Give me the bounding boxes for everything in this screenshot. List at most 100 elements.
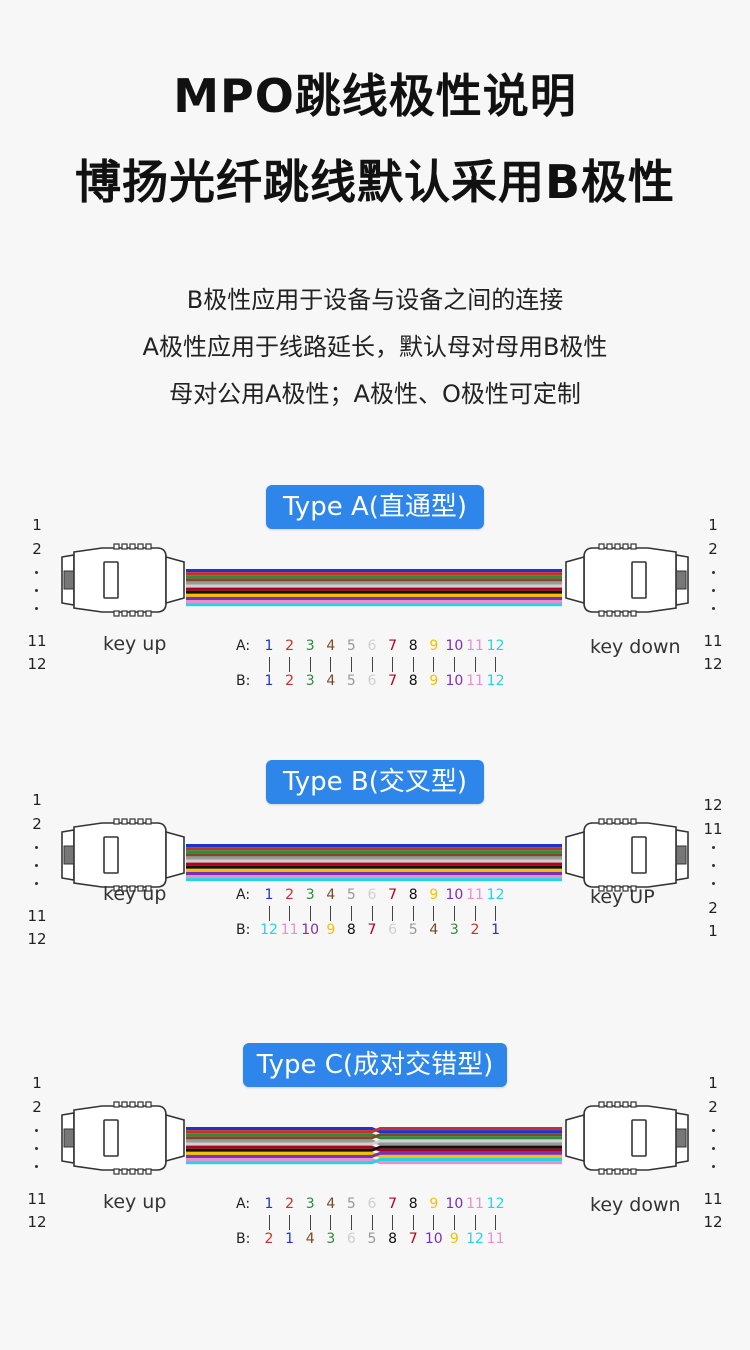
mapping-link [433,1215,435,1230]
mapping-link [433,657,435,672]
fiber-number-right: 2 [708,899,718,917]
fiber-a-number: 4 [326,887,336,903]
ellipsis-dot [712,1129,715,1132]
fiber-strand [186,1161,372,1165]
fiber-strand [186,590,562,594]
mapping-link [371,906,373,921]
fiber-number-right: 2 [708,1098,718,1116]
mapping-link [412,1215,414,1230]
fiber-strand [380,1130,562,1134]
fiber-strand [380,1136,562,1140]
fiber-a-number: 11 [466,1196,484,1212]
fiber-b-number: 11 [466,673,484,689]
fiber-a-number: 5 [346,887,356,903]
ellipsis-dot [712,1165,715,1168]
mapping-link [268,906,270,921]
fiber-strand [380,1127,562,1131]
fiber-b-number: 10 [424,1231,443,1247]
fiber-b-number: 8 [346,922,356,938]
mpo-connector-right [565,1101,689,1175]
fiber-a-number: 11 [466,638,484,654]
fiber-number-left: 11 [27,907,47,925]
fiber-strand [186,1148,372,1152]
fiber-number-right: 11 [703,1190,723,1208]
fiber-strand [186,878,562,882]
mapping-link [371,1215,373,1230]
ellipsis-dot [35,864,38,867]
fiber-number-left: 2 [32,1098,42,1116]
mapping-link [495,906,497,921]
fiber-a-number: 4 [326,638,336,654]
fiber-strand [186,1127,372,1131]
fiber-number-left: 12 [27,930,47,948]
fiber-a-number: 10 [445,887,464,903]
fiber-a-number: 9 [429,1196,439,1212]
key-label-left: key up [103,1191,167,1213]
fiber-a-number: 2 [285,1196,295,1212]
mapping-link [433,906,435,921]
fiber-a-number: 3 [305,1196,315,1212]
fiber-b-number: 2 [470,922,480,938]
fiber-b-number: 5 [367,1231,377,1247]
type-badge: Type A(直通型) [266,485,484,529]
mpo-connector-right [565,818,689,892]
fiber-b-number: 3 [305,673,315,689]
ellipsis-dot [35,882,38,885]
fiber-b-number: 11 [280,922,299,938]
fiber-a-number: 10 [445,1196,464,1212]
fiber-strand [186,581,562,585]
fiber-b-number: 5 [346,673,356,689]
mapping-link [350,657,352,672]
fiber-a-number: 8 [408,1196,418,1212]
fiber-strand [380,1161,562,1165]
fiber-strand [186,1151,372,1155]
mapping-link [268,1215,270,1230]
fiber-number-right: 12 [703,1213,723,1231]
fiber-b-number: 8 [388,1231,398,1247]
mapping-link [453,906,455,921]
fiber-a-number: 1 [264,1196,274,1212]
mapping-link [309,906,311,921]
fiber-strand [186,596,562,600]
fiber-number-right: 1 [708,922,718,940]
fiber-strand [186,871,562,875]
mapping-link [392,1215,394,1230]
fiber-a-number: 11 [466,887,484,903]
fiber-b-number: 9 [429,673,439,689]
fiber-strand [380,1148,562,1152]
fiber-a-number: 9 [429,887,439,903]
type-badge: Type C(成对交错型) [243,1043,507,1087]
key-label-right: key down [590,636,681,658]
fiber-strand [186,856,562,860]
fiber-crossover [372,1139,380,1146]
fiber-b-number: 12 [486,673,505,689]
fiber-a-number: 6 [367,887,377,903]
fiber-strand [186,1142,372,1146]
fiber-b-number: 4 [429,922,439,938]
fiber-strand [380,1154,562,1158]
fiber-strand [186,587,562,591]
fiber-ribbon [61,818,689,892]
description-line-1: B极性应用于设备与设备之间的连接 [186,286,564,314]
key-label-left: key up [103,883,167,905]
fiber-a-number: 6 [367,1196,377,1212]
fiber-b-number: 11 [486,1231,505,1247]
cable-diagram [61,818,689,892]
fiber-strand [186,865,562,869]
mapping-link [495,1215,497,1230]
fiber-number-left: 11 [27,1190,47,1208]
row-label-b: B: [236,922,251,938]
mapping-link [474,906,476,921]
fiber-number-left: 1 [32,516,42,534]
ellipsis-dot [712,571,715,574]
ellipsis-dot [712,1147,715,1150]
ellipsis-dot [35,846,38,849]
fiber-a-number: 6 [367,638,377,654]
ellipsis-dot [712,846,715,849]
mapping-link [453,657,455,672]
fiber-a-number: 3 [305,887,315,903]
description-line-3: 母对公用A极性；A极性、O极性可定制 [169,380,581,408]
fiber-b-number: 7 [367,922,377,938]
